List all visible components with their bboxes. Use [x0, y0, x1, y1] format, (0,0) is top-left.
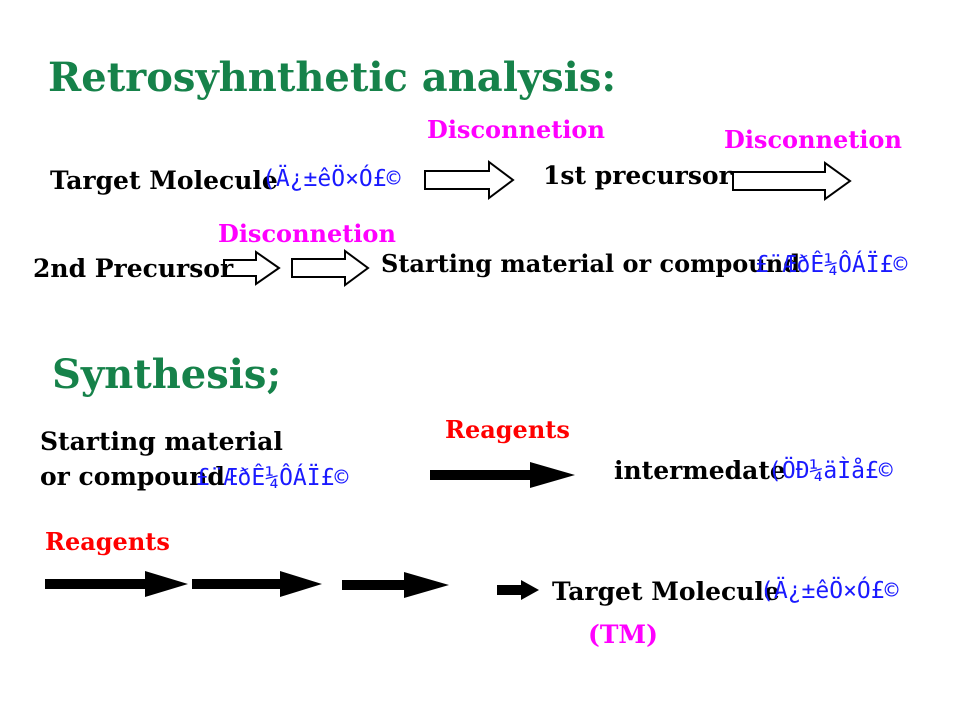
intermediate-label: intermedate: [614, 456, 786, 485]
second-precursor-label: 2nd Precursor: [33, 254, 234, 283]
reagents-label-1: Reagents: [445, 415, 570, 444]
target-molecule-label-synth: Target Molecule: [552, 577, 780, 606]
solid-arrow-5: [497, 580, 539, 600]
starting-material-garbled: £¨ÆðÊ¼Ô­ÁÏ£©: [755, 252, 908, 278]
target-molecule-garbled: (Ä¿±êÖ×Ó£©: [262, 166, 401, 192]
disconnection-label-1: Disconnetion: [427, 115, 605, 144]
target-molecule-garbled-synth: (Ä¿±êÖ×Ó£©: [760, 578, 899, 604]
starting-material-label: Starting material or compound: [381, 249, 800, 278]
hollow-arrow-2: [732, 161, 852, 201]
tm-label: (TM): [588, 620, 658, 649]
starting-material-garbled-synth: £¨ÆðÊ¼Ô­ÁÏ£©: [196, 465, 349, 491]
solid-arrow-2: [45, 571, 188, 597]
target-molecule-label: Target Molecule: [50, 166, 278, 195]
synthesis-heading: Synthesis;: [52, 351, 282, 398]
solid-arrow-4: [342, 572, 449, 598]
reagents-label-2: Reagents: [45, 527, 170, 556]
starting-material-line2: or compound: [40, 462, 225, 491]
disconnection-label-2: Disconnetion: [724, 125, 902, 154]
solid-arrow-3: [192, 571, 322, 597]
disconnection-label-3: Disconnetion: [218, 219, 396, 248]
hollow-arrow-3: [223, 250, 281, 286]
retro-heading: Retrosyhnthetic analysis:: [48, 54, 617, 101]
intermediate-garbled: (ÖÐ¼äÌå£©: [768, 458, 893, 484]
starting-material-line1: Starting material: [40, 427, 283, 456]
hollow-arrow-4: [291, 249, 370, 287]
solid-arrow-1: [430, 462, 575, 488]
first-precursor-label: 1st precursor: [543, 161, 732, 190]
hollow-arrow-1: [424, 160, 515, 200]
